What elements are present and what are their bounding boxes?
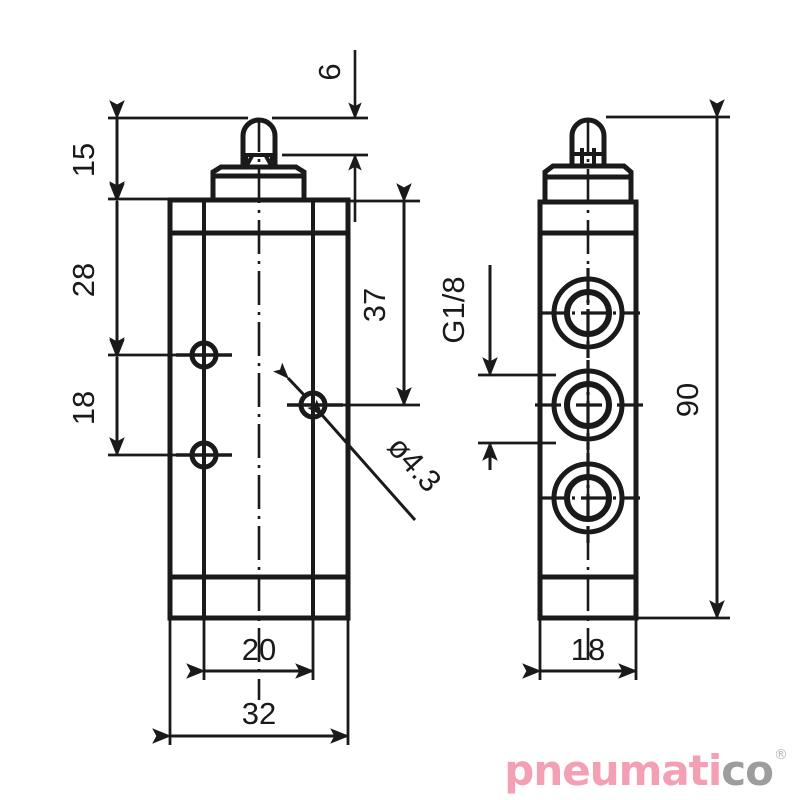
side-port-1 xyxy=(540,268,640,358)
dim-32-label: 32 xyxy=(242,696,276,731)
dimension-18-left-group xyxy=(108,339,186,457)
dim-15-label: 15 xyxy=(66,143,101,177)
dim-28-label: 28 xyxy=(66,263,101,297)
dimension-37-group xyxy=(330,183,420,407)
dimension-90-group xyxy=(606,99,730,620)
logo-registered-mark: ® xyxy=(774,747,788,763)
dia43-label: ø4.3 xyxy=(381,429,449,499)
dia43-leader-upper xyxy=(273,362,307,398)
dimension-20-group xyxy=(186,577,315,680)
g18-label: G1/8 xyxy=(436,276,471,343)
dimension-15-group xyxy=(108,100,248,201)
side-port-2 xyxy=(535,360,645,450)
dia43-leader-lower xyxy=(307,399,417,521)
logo-text-c: c xyxy=(721,746,746,795)
dim-37-label: 37 xyxy=(357,288,392,322)
dimension-32-group xyxy=(152,618,350,745)
dim-20-label: 20 xyxy=(242,632,276,667)
leader-dia43-group xyxy=(273,362,417,521)
dimension-6-group xyxy=(272,50,368,222)
logo-text-o: o xyxy=(745,746,774,795)
dim-6-label: 6 xyxy=(312,63,347,80)
dimension-28-group xyxy=(108,183,186,357)
dim-90-label: 90 xyxy=(670,383,705,417)
dimension-18-side-group xyxy=(522,618,638,680)
dim-18-left-label: 18 xyxy=(66,391,101,425)
dim-18-side-label: 18 xyxy=(571,632,605,667)
leader-g18-group xyxy=(478,265,556,470)
side-port-3 xyxy=(540,453,640,543)
logo-text-primary: pneumati xyxy=(504,746,722,795)
